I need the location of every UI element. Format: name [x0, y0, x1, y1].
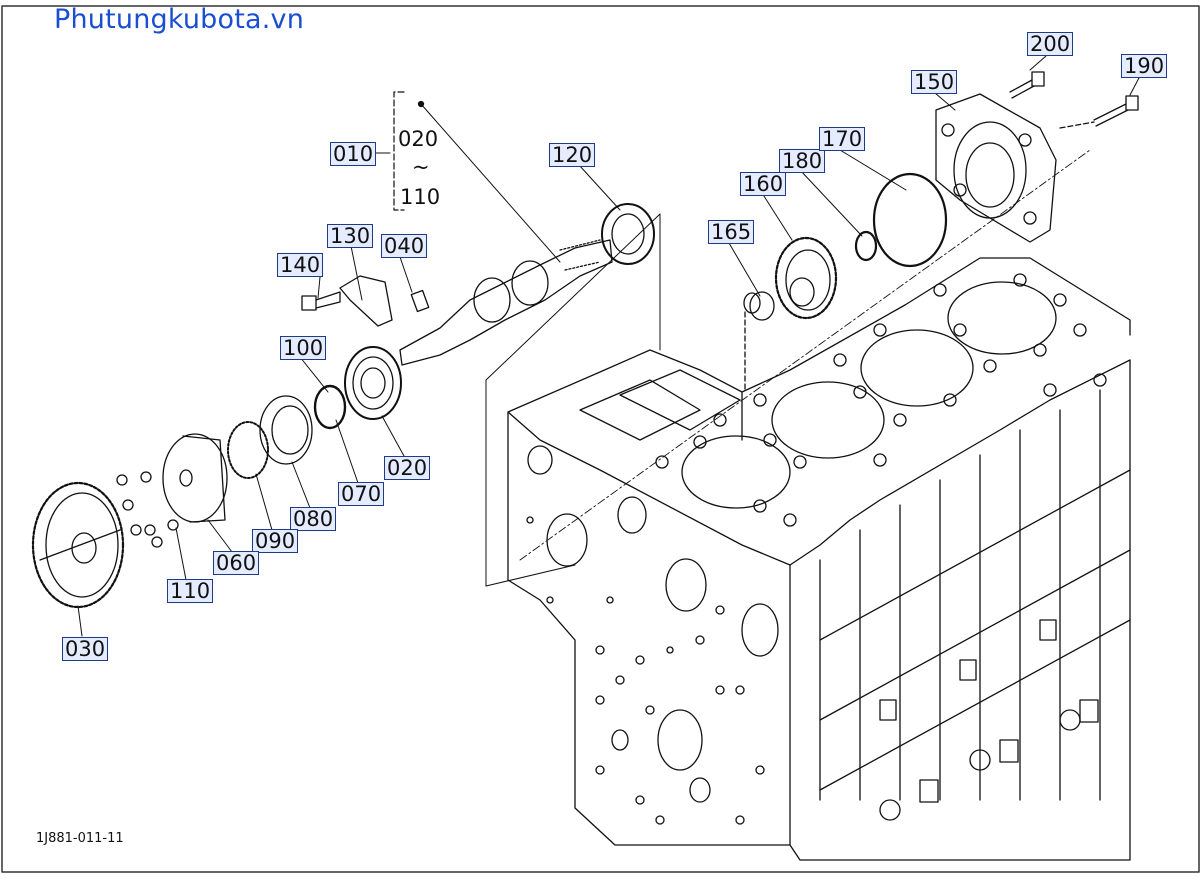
part-label-090[interactable]: 090: [252, 529, 299, 553]
group-dot: [417, 100, 425, 108]
bolt-140: [301, 291, 341, 311]
part-label-165[interactable]: 165: [708, 220, 755, 244]
part-label-100[interactable]: 100: [280, 336, 327, 360]
assembly-outline: [485, 213, 661, 587]
bolt-190: [1059, 95, 1139, 129]
snapring-070: [313, 384, 347, 430]
page-frame: [1, 5, 1200, 873]
bearing-020: [344, 346, 402, 420]
engine-block: [507, 257, 1131, 861]
part-label-010[interactable]: 010: [330, 142, 377, 166]
front-face-holes: [526, 445, 779, 825]
part-label-160[interactable]: 160: [740, 172, 787, 196]
range-start-label: 020: [398, 127, 439, 151]
part-label-060[interactable]: 060: [213, 551, 260, 575]
part-label-130[interactable]: 130: [327, 224, 374, 248]
part-label-140[interactable]: 140: [277, 253, 324, 277]
oring-170: [872, 172, 948, 268]
group-bracket: [393, 91, 405, 211]
range-end-label: 110: [400, 185, 441, 209]
plate-130: [339, 275, 393, 327]
bearing-080: [259, 395, 313, 465]
gear-160: [774, 236, 838, 320]
housing-150: [935, 93, 1057, 243]
part-label-150[interactable]: 150: [911, 70, 958, 94]
bushing-165: [743, 291, 775, 393]
part-label-030[interactable]: 030: [62, 637, 109, 661]
watermark: Phutungkubota.vn: [54, 4, 305, 35]
part-label-120[interactable]: 120: [549, 143, 596, 167]
part-label-190[interactable]: 190: [1121, 54, 1168, 78]
part-label-020[interactable]: 020: [384, 456, 431, 480]
diagram-code: 1J881-011-11: [36, 831, 124, 846]
part-label-080[interactable]: 080: [290, 507, 337, 531]
side-ribs: [819, 389, 1131, 821]
part-label-180[interactable]: 180: [779, 149, 826, 173]
range-tilde: ~: [412, 155, 430, 179]
key-040: [410, 289, 430, 313]
oring-180: [854, 230, 878, 262]
part-label-110[interactable]: 110: [167, 579, 214, 603]
part-label-170[interactable]: 170: [819, 127, 866, 151]
camshaft: [399, 239, 613, 366]
bolt-200: [1009, 71, 1045, 99]
plate-060: [162, 433, 228, 523]
leader-lines: [77, 55, 1141, 637]
gear-030: [31, 481, 125, 609]
ring-090: [227, 421, 269, 479]
part-label-040[interactable]: 040: [381, 234, 428, 258]
part-label-070[interactable]: 070: [338, 482, 385, 506]
balls-110: [116, 471, 179, 548]
bearing-120: [601, 203, 655, 265]
part-label-200[interactable]: 200: [1027, 32, 1074, 56]
center-axis: [519, 149, 1091, 561]
deck-holes: [655, 273, 1107, 527]
